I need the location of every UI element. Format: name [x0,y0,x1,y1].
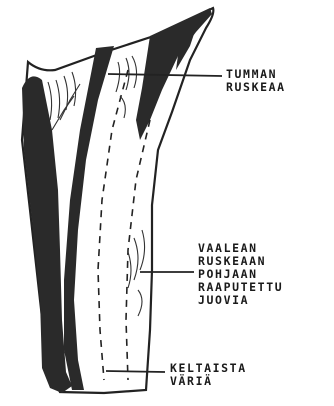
label-light-brown: VAALEAN RUSKEAAN POHJAAN RAAPUTETTU JUOV… [198,242,283,307]
label-light-brown-line5: JUOVIA [198,294,283,307]
label-yellow-line2: VÄRIÄ [170,375,247,388]
label-yellow: KELTAISTA VÄRIÄ [170,362,247,388]
label-dark-brown-line2: RUSKEAA [226,81,286,94]
label-dark-brown: TUMMAN RUSKEAA [226,68,286,94]
leader-yellow [106,371,165,372]
